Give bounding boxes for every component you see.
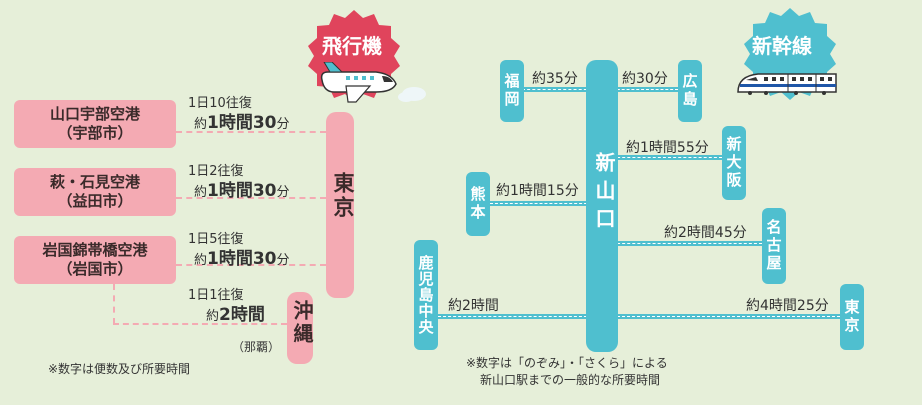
line-fukuoka (522, 87, 592, 92)
shinkansen-note: ※数字は「のぞみ」・「さくら」による 新山口駅までの一般的な所要時間 (466, 355, 668, 389)
okinawa-label: 沖縄 (290, 300, 314, 346)
shinkansen-note-line2: 新山口駅までの一般的な所要時間 (480, 373, 661, 387)
station-hiroshima: 広島 (678, 60, 702, 122)
station-fukuoka: 福岡 (500, 60, 524, 122)
route-line (176, 264, 326, 266)
plane-note: ※数字は便数及び所要時間 (48, 362, 191, 376)
okinawa-destination (287, 292, 313, 364)
tokyo-label: 東京 (331, 172, 355, 220)
time-nagoya: 約2時間45分 (664, 225, 747, 241)
okinawa-sub: （那覇） (232, 340, 281, 354)
station-kagoshima: 鹿児島中央 (414, 240, 438, 350)
route-line (176, 131, 326, 133)
shinkansen-title: 新幹線 (752, 34, 812, 58)
okinawa-route-vline (113, 284, 115, 324)
station-shinosaka: 新大阪 (722, 126, 746, 200)
line-kagoshima (438, 314, 592, 319)
airport-city: （益田市） (57, 192, 133, 210)
airplane-icon (316, 61, 426, 108)
plane-title: 飛行機 (322, 34, 382, 58)
route-time: 約1時間30分 (194, 249, 290, 269)
airport-name: 岩国錦帯橋空港 (42, 241, 148, 259)
time-tokyo: 約4時間25分 (746, 298, 829, 314)
station-kumamoto: 熊本 (466, 172, 490, 236)
airport-city: （岩国市） (57, 260, 133, 278)
line-shinosaka (612, 155, 722, 160)
tokyo-destination (326, 112, 354, 298)
airport-ube: 山口宇部空港 （宇部市） (14, 100, 176, 148)
airport-iwakuni: 岩国錦帯橋空港 （岩国市） (14, 236, 176, 284)
airport-name: 萩・石見空港 (49, 173, 140, 191)
okinawa-route-line (113, 323, 287, 325)
airport-name: 山口宇部空港 (49, 105, 140, 123)
route-freq: 1日5往復 (188, 232, 244, 247)
airport-city: （宇部市） (57, 124, 133, 142)
okinawa-freq: 1日1往復 (188, 288, 244, 303)
time-fukuoka: 約35分 (532, 71, 578, 87)
airport-hagi-iwami: 萩・石見空港 （益田市） (14, 168, 176, 216)
shinkansen-note-line1: ※数字は「のぞみ」・「さくら」による (466, 356, 668, 370)
route-line (176, 197, 326, 199)
hub-label: 新山口 (592, 152, 616, 236)
line-kumamoto (490, 201, 592, 206)
route-time: 約1時間30分 (194, 181, 290, 201)
route-time: 約1時間30分 (194, 113, 290, 133)
line-nagoya (612, 241, 762, 246)
time-kagoshima: 約2時間 (448, 298, 499, 314)
hub-shinyamaguchi (586, 60, 618, 352)
time-hiroshima: 約30分 (622, 71, 668, 87)
time-shinosaka: 約1時間55分 (626, 140, 709, 156)
bullet-train-icon (736, 66, 840, 96)
route-freq: 1日10往復 (188, 96, 252, 111)
route-freq: 1日2往復 (188, 164, 244, 179)
station-nagoya: 名古屋 (762, 208, 786, 284)
okinawa-time: 約2時間 (206, 305, 265, 325)
line-tokyo (612, 314, 840, 319)
time-kumamoto: 約1時間15分 (496, 183, 579, 199)
station-tokyo: 東京 (840, 284, 864, 350)
line-hiroshima (612, 87, 678, 92)
